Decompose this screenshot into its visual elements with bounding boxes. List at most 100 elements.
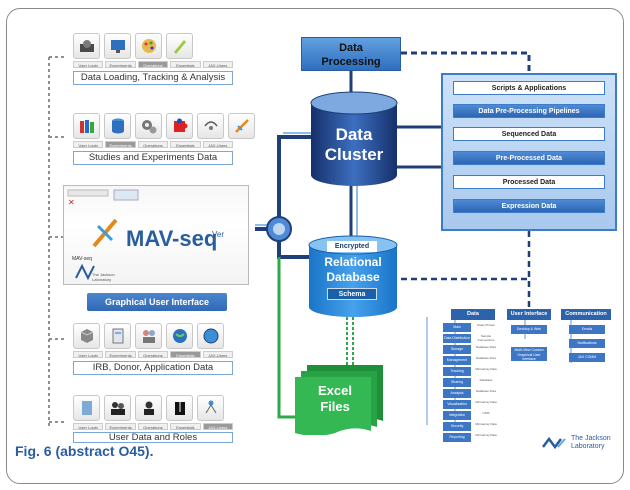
tab: User Login [73, 423, 104, 430]
diagram: User Login Experiments Operations Essent… [21, 17, 621, 450]
user-icon [143, 401, 154, 415]
data-cluster-line2: Cluster [324, 145, 384, 164]
excel-line2: Files [320, 399, 350, 414]
tab: Essentials [170, 351, 201, 358]
graph-icon [203, 121, 218, 130]
section-caption: User Data and Roles [73, 432, 233, 443]
tile [73, 395, 100, 421]
schema-label: Schema [327, 288, 377, 300]
org-data-node: Data Distribution [443, 334, 471, 343]
pre-processed-data-item: Pre-Processed Data [453, 151, 605, 165]
org-comm-node: Emails [569, 325, 605, 334]
document-icon [112, 328, 123, 344]
tab: JAX-Users [202, 423, 234, 430]
org-data-node: Visualization [443, 400, 471, 409]
org-data-node: Reporting [443, 433, 471, 442]
excel-line1: Excel [318, 383, 352, 398]
tile [104, 395, 131, 421]
org-data-leaf: Microarray Data [475, 400, 497, 404]
tile [73, 323, 100, 349]
org-data-leaf: Study Protein [476, 323, 495, 327]
mav-seq-logo: MAV-seq [126, 226, 218, 251]
tile [135, 113, 162, 139]
gui-screenshot: ✕ MAV-seq Ver MAV-seq The Jackson Labora… [63, 185, 249, 285]
tab-strip: User Login Experiments Operations Essent… [73, 61, 234, 68]
tile [104, 113, 131, 139]
gears-icon [141, 120, 156, 134]
tile [166, 395, 193, 421]
tile [166, 33, 193, 59]
small-org-label: The Jackson Laboratory [92, 272, 115, 282]
section-caption: Studies and Experiments Data [73, 151, 233, 165]
tab-strip: User Login Experiments Operations Essent… [73, 141, 234, 148]
mav-seq-small-label: MAV-seq [72, 256, 92, 262]
org-head-data: Data [451, 309, 495, 320]
palette-icon [141, 39, 156, 53]
pencil-icon [173, 40, 186, 54]
org-data-leaf: Database Files [475, 389, 496, 393]
org-head-communication: Communication [561, 309, 611, 320]
tab: Experiments [105, 423, 136, 430]
suit-icon [174, 402, 185, 415]
section-2-icons [73, 113, 255, 139]
pipeline-stack-panel: Scripts & Applications Data Pre-Processi… [441, 73, 617, 231]
tile [166, 113, 193, 139]
version-label: Ver [212, 230, 225, 239]
section-caption: Data Loading, Tracking & Analysis [73, 71, 233, 85]
org-ui-node: Desktop & Web [511, 325, 547, 334]
section-4-icons [73, 395, 224, 421]
section-1-icons [73, 33, 193, 59]
org-data-node: Main [443, 323, 471, 332]
people-icon [142, 330, 155, 343]
tile [228, 113, 255, 139]
org-ui-node: Multi-View Custom Graphical User Interfa… [511, 347, 547, 361]
tab: User Login [73, 141, 104, 148]
tab: JAX-Users [202, 141, 234, 148]
org-data-node: Security [443, 422, 471, 431]
org-data-node: Storage [443, 345, 471, 354]
tab-strip: User Login Experiments Operations Essent… [73, 423, 234, 430]
org-data-node: Integration [443, 411, 471, 420]
monitor-icon [110, 40, 125, 53]
relational-line2: Database [326, 270, 380, 284]
org-data-leaf: Database Files [475, 345, 496, 349]
gui-window-icons: ✕ [67, 189, 139, 281]
jax-mark-icon [542, 436, 566, 450]
database-icon [111, 118, 124, 134]
tab: User Login [73, 351, 104, 358]
tile [166, 323, 193, 349]
scanner-icon [79, 40, 94, 52]
jax-line2: Laboratory [571, 443, 605, 450]
users-icon [110, 402, 125, 415]
org-comm-node: JAX COMM [569, 353, 605, 362]
org-data-node: Tracking [443, 367, 471, 376]
tile [197, 323, 224, 349]
org-data-leaf: Microarray Data [475, 367, 497, 371]
org-data-leaf: Database [479, 378, 493, 382]
tab: User Login [73, 61, 104, 68]
figure-frame: User Login Experiments Operations Essent… [6, 8, 624, 484]
earth-icon [203, 328, 218, 344]
tile [104, 323, 131, 349]
tile [135, 33, 162, 59]
tab: Essentials [170, 61, 201, 68]
books-icon [79, 120, 94, 133]
puzzle-icon [173, 118, 187, 132]
tab: JAX-Users [202, 351, 234, 358]
tab: Operations [137, 423, 169, 430]
network-icon [205, 400, 216, 414]
tab: Experiments [105, 141, 136, 148]
excel-files-icon [295, 365, 383, 435]
tab: Operations [137, 351, 169, 358]
pre-processing-pipelines-item: Data Pre-Processing Pipelines [453, 104, 605, 118]
tile [73, 33, 100, 59]
tab: JAX-Users [202, 61, 234, 68]
org-data-leaf: Microarray Data [475, 422, 497, 426]
org-data-leaf: Database Files [475, 356, 496, 360]
org-head-user-interface: User Interface [507, 309, 551, 320]
org-data-leaf: Microarray Data [475, 433, 497, 437]
id-card-icon [81, 401, 92, 415]
org-data-node: Sharing [443, 378, 471, 387]
connectors [48, 51, 531, 427]
expression-data-item: Expression Data [453, 199, 605, 213]
